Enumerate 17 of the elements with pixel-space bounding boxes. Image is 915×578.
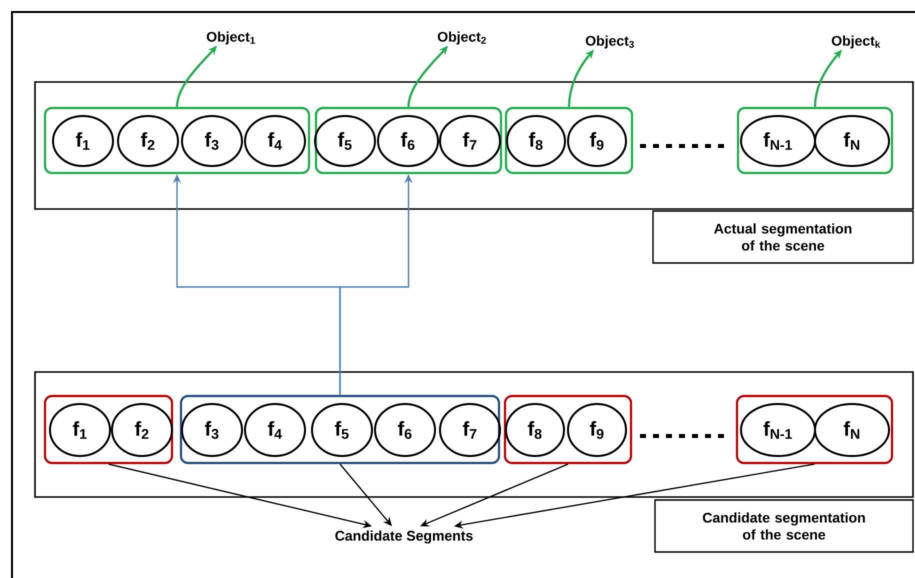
object-label: Object$_{3}$ (586, 35, 634, 49)
segment-group (504, 106, 634, 174)
panel-frame (34, 371, 914, 498)
object-label: Object$_{2}$ (438, 31, 486, 45)
object-label: Object$_{1}$ (206, 31, 255, 45)
segment-group (736, 394, 894, 464)
segment-group (44, 394, 174, 464)
segment-group (504, 394, 632, 464)
segment-group (736, 106, 894, 174)
segments-label: Candidate Segments (335, 530, 473, 544)
caption-box: Actual segmentation of the scene (652, 210, 914, 264)
panel-frame (34, 81, 914, 210)
segment-group (180, 394, 500, 464)
caption-box: Candidate segmentation of the scene (654, 499, 914, 553)
segment-group (314, 106, 502, 174)
object-label: Object$_{k}$ (832, 35, 880, 49)
segment-group (44, 106, 310, 174)
